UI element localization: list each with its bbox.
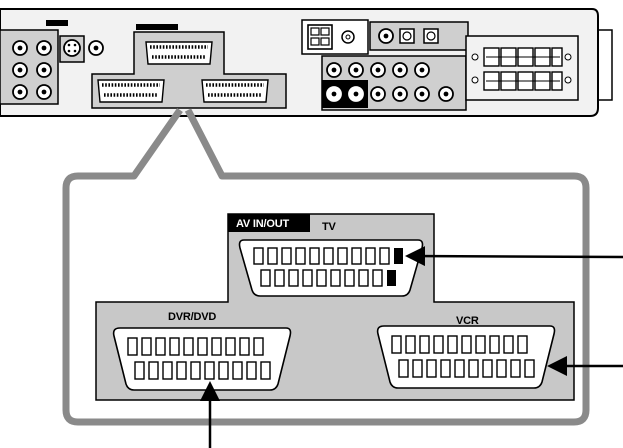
center-jack-cluster — [301, 19, 469, 111]
rear-scart-block — [91, 24, 287, 109]
scart-socket-icon — [97, 79, 165, 103]
left-jack-cluster — [0, 20, 104, 105]
tv-arrow — [405, 246, 623, 267]
callout-frame — [62, 107, 590, 426]
scart-socket-icon — [201, 79, 269, 103]
rca-jack-icon — [12, 40, 52, 100]
av-in-out-label: AV IN/OUT — [236, 218, 289, 230]
rca-jack-icon — [88, 40, 104, 56]
dvr-dvd-label: DVR/DVD — [168, 311, 216, 323]
tv-label: TV — [322, 221, 337, 233]
optical-jack-icon — [399, 28, 439, 44]
tv-scart-socket-icon — [238, 239, 424, 297]
terminal-icon — [307, 24, 333, 50]
speaker-terminal-icon — [483, 47, 563, 91]
speaker-terminals — [465, 35, 579, 101]
rca-jack-icon — [326, 62, 454, 102]
vcr-scart-socket-icon — [376, 325, 556, 389]
vcr-label: VCR — [456, 315, 479, 327]
av-in-out-panel: AV IN/OUT TV DVR/DVD VCR — [95, 213, 575, 401]
connection-arrows — [200, 246, 623, 448]
scart-socket-icon — [145, 41, 213, 65]
rear-panel — [0, 8, 613, 117]
dvr-dvd-scart-socket-icon — [112, 327, 292, 391]
s-video-jack-icon — [63, 39, 81, 57]
